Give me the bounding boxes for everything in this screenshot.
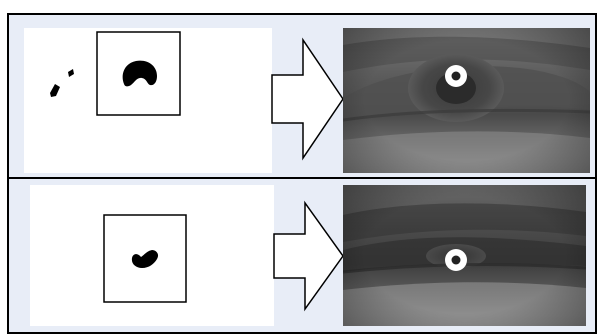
row-2 <box>30 185 586 326</box>
row-1 <box>24 28 590 173</box>
mask-panel <box>24 28 272 173</box>
grayscale-eye-photo <box>343 28 590 173</box>
white-ring-marker-icon <box>445 249 467 271</box>
mask-panel <box>30 185 274 326</box>
white-ring-marker-icon <box>445 65 467 87</box>
